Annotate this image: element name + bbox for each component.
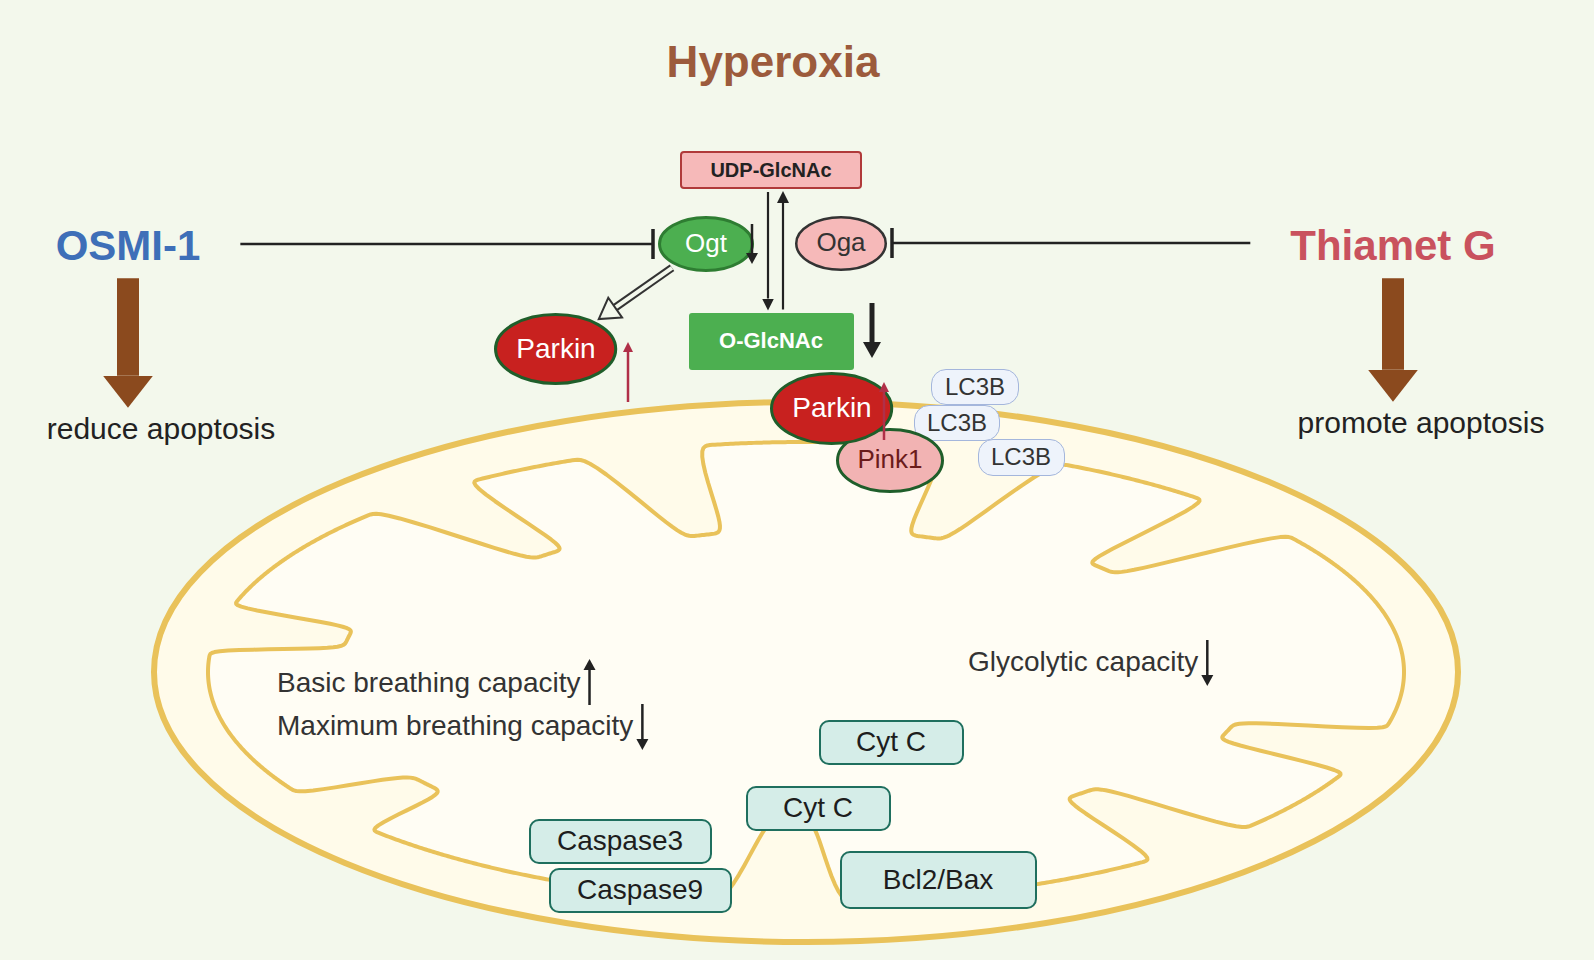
decrease-arrow (870, 303, 875, 342)
effect-arrow (128, 278, 129, 376)
connector-outer (615, 268, 672, 308)
ellipse-shape (796, 217, 886, 270)
lc3b-box: LC3B (978, 439, 1065, 476)
connector-path (767, 192, 769, 299)
inhibition-line (892, 243, 1250, 244)
reaction-arrow (768, 192, 769, 299)
node-label: promote apoptosis (1298, 406, 1545, 441)
decrease-arrow (751, 224, 754, 253)
inhibition-line (240, 244, 653, 245)
increase-arrow (883, 392, 886, 440)
enzyme-ellipse: Oga (795, 216, 887, 271)
connector-head (615, 268, 672, 308)
connector-path (240, 243, 653, 246)
connector-path (1382, 278, 1404, 370)
ellipse-shape (496, 315, 616, 384)
modification-box: O-GlcNAc (689, 313, 854, 370)
node-label: LC3B (991, 443, 1051, 471)
lc3b-box: LC3B (931, 369, 1019, 405)
node-label: Oga (816, 228, 865, 258)
node-label: LC3B (927, 409, 987, 437)
lc3b-box: LC3B (914, 405, 1000, 441)
protein-box: Caspase3 (529, 819, 712, 864)
title-block: Hyperoxia (667, 37, 880, 88)
node-label: reduce apoptosis (47, 412, 276, 447)
ellipse-shape (660, 218, 753, 271)
node-label: Parkin (792, 392, 871, 424)
node-label: Caspase3 (557, 825, 683, 857)
metabolite-box: UDP-GlcNAc (680, 151, 862, 189)
node-label: Cyt C (856, 726, 926, 758)
reaction-arrow (615, 268, 672, 308)
inhibitor-name: Thiamet G (1286, 222, 1499, 270)
node-label: Cyt C (783, 792, 853, 824)
reaction-arrow (783, 203, 784, 310)
node-label: Caspase9 (577, 874, 703, 906)
capacity-note: Glycolytic capacity (968, 646, 1198, 678)
node-label: Ogt (685, 229, 727, 259)
decrease-arrow (1206, 640, 1209, 675)
node-label: Parkin (516, 333, 595, 365)
protein-ellipse: Parkin (494, 313, 617, 385)
diagram-title: Hyperoxia (667, 37, 880, 88)
enzyme-ellipse: Ogt (658, 216, 754, 272)
ellipse-shape (772, 373, 892, 443)
note-block: Glycolytic capacity (968, 646, 1198, 678)
protein-box: Cyt C (746, 786, 891, 831)
inhibitor-name: OSMI-1 (52, 222, 205, 270)
protein-box: Bcl2/Bax (840, 851, 1037, 909)
note-block: Basic breathing capacity (277, 667, 581, 699)
capacity-note: Basic breathing capacity (277, 667, 581, 699)
node-label: UDP-GlcNAc (710, 159, 831, 182)
connector-inner (615, 268, 672, 308)
node-label: Bcl2/Bax (883, 864, 994, 896)
connector-path (782, 203, 784, 310)
node-label: Pink1 (857, 445, 922, 475)
connector-path (892, 242, 1250, 245)
node-label: OSMI-1 (56, 222, 201, 270)
increase-arrow (588, 670, 591, 705)
protein-box: Caspase9 (549, 868, 732, 913)
node-label: LC3B (945, 373, 1005, 401)
increase-arrow (627, 352, 630, 402)
effect-arrow (1393, 278, 1394, 370)
outcome-text: reduce apoptosis (43, 412, 280, 447)
outer-membrane (154, 402, 1458, 942)
inner-membrane (208, 442, 1404, 901)
protein-box: Cyt C (819, 720, 964, 765)
protein-ellipse: Parkin (770, 372, 893, 445)
connector-path (117, 278, 139, 376)
capacity-note: Maximum breathing capacity (277, 710, 633, 742)
node-label: O-GlcNAc (719, 328, 823, 353)
decrease-arrow (641, 704, 644, 739)
note-block: Maximum breathing capacity (277, 710, 633, 742)
outcome-text: promote apoptosis (1294, 406, 1549, 441)
node-label: Thiamet G (1290, 222, 1495, 270)
